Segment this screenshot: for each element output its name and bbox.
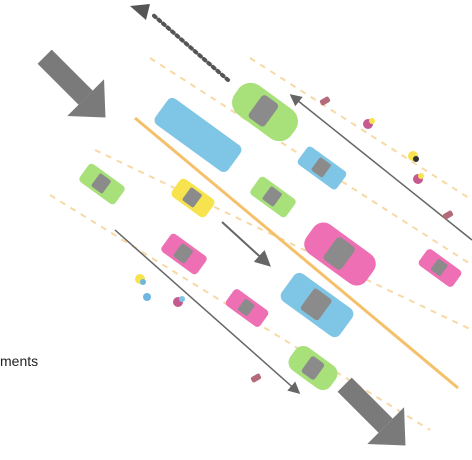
- dotted-arrow-icon: [150, 12, 230, 82]
- car: [418, 249, 462, 287]
- dotted-arrow-head: [130, 4, 150, 20]
- car: [250, 176, 296, 218]
- car: [171, 178, 215, 218]
- car: [79, 163, 125, 205]
- lane-divider-dashed: [149, 57, 472, 266]
- car: [304, 222, 376, 286]
- car: [297, 146, 347, 190]
- car: [161, 233, 207, 275]
- large-arrow-icon: [37, 49, 106, 118]
- bicycle-icon: [135, 96, 454, 383]
- flow-arrow-icon: [221, 221, 271, 267]
- lane-divider-dashed: [249, 57, 472, 201]
- bus: [154, 97, 242, 173]
- lane-divider-dashed: [94, 149, 472, 331]
- flow-arrow-icon: [289, 94, 472, 241]
- car: [232, 82, 298, 142]
- large-arrow-icon: [337, 377, 406, 446]
- car: [288, 345, 338, 391]
- car: [225, 289, 269, 327]
- center-line: [134, 116, 459, 390]
- car: [280, 272, 354, 338]
- caption-text: ments: [0, 353, 39, 369]
- lane-divider-dashed: [49, 194, 431, 431]
- flow-arrow-icon: [114, 229, 301, 394]
